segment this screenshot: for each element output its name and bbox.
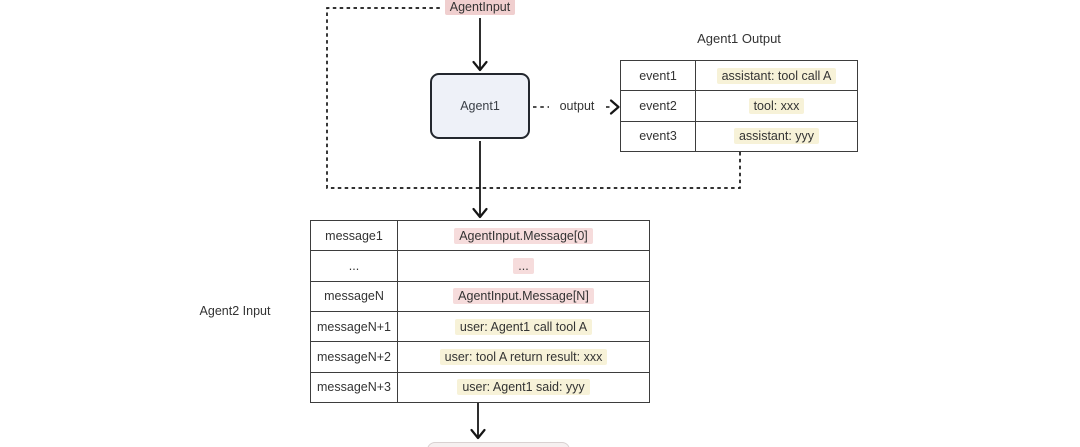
event-key-cell: event3 (621, 121, 696, 151)
message-key-cell: messageN+2 (311, 342, 398, 372)
agent1-output-table: event1 assistant: tool call A event2 too… (620, 60, 858, 152)
table-row: message1 AgentInput.Message[0] (311, 221, 649, 252)
output-edge-label: output (549, 99, 605, 113)
agent1-node: Agent1 (430, 73, 530, 139)
table-row: messageN+1 user: Agent1 call tool A (311, 311, 649, 343)
message-value-cell: AgentInput.Message[0] (398, 221, 649, 250)
message-value: user: Agent1 call tool A (454, 318, 593, 335)
down-arrowhead-icon (472, 207, 488, 219)
message-value: user: Agent1 said: yyy (457, 379, 590, 396)
message-value-cell: user: tool A return result: xxx (398, 342, 649, 371)
agent1-node-label: Agent1 (460, 99, 500, 113)
message-key-cell: messageN (311, 281, 398, 311)
message-key-cell: ... (311, 251, 398, 281)
message-key-cell: messageN+3 (311, 372, 398, 402)
right-arrowhead-icon (609, 99, 620, 115)
agentinput-label-text: AgentInput (444, 0, 516, 15)
table-row: event3 assistant: yyy (621, 121, 857, 151)
next-node-partial (427, 442, 570, 447)
message-value-cell: AgentInput.Message[N] (398, 282, 649, 311)
agent2-input-table: message1 AgentInput.Message[0] ... ... m… (310, 220, 650, 403)
message-value: AgentInput.Message[N] (453, 288, 594, 305)
table-row: event2 tool: xxx (621, 91, 857, 122)
message-value: AgentInput.Message[0] (454, 227, 593, 244)
message-value-cell: user: Agent1 call tool A (398, 312, 649, 341)
message-value: user: tool A return result: xxx (439, 348, 608, 365)
down-arrowhead-icon (470, 428, 486, 440)
down-arrowhead-icon (472, 60, 488, 72)
table-row: ... ... (311, 251, 649, 282)
table-row: messageN+2 user: tool A return result: x… (311, 342, 649, 373)
event-value-cell: assistant: yyy (696, 122, 857, 151)
event-value: tool: xxx (748, 97, 805, 114)
message-value-cell: ... (398, 251, 649, 280)
event-key-cell: event2 (621, 91, 696, 121)
table-row: event1 assistant: tool call A (621, 61, 857, 92)
agentinput-label: AgentInput (428, 0, 532, 15)
message-value: ... (513, 257, 534, 274)
agent1-output-title: Agent1 Output (697, 31, 781, 46)
message-value-cell: user: Agent1 said: yyy (398, 373, 649, 402)
event-key-cell: event1 (621, 61, 696, 91)
message-key-cell: message1 (311, 221, 398, 251)
table-row: messageN AgentInput.Message[N] (311, 281, 649, 312)
event-value: assistant: tool call A (716, 67, 837, 84)
message-key-cell: messageN+1 (311, 311, 398, 342)
event-value-cell: tool: xxx (696, 91, 857, 120)
table-row: messageN+3 user: Agent1 said: yyy (311, 372, 649, 402)
event-value: assistant: yyy (733, 128, 820, 145)
agent2-input-label: Agent2 Input (199, 304, 271, 318)
event-value-cell: assistant: tool call A (696, 61, 857, 90)
